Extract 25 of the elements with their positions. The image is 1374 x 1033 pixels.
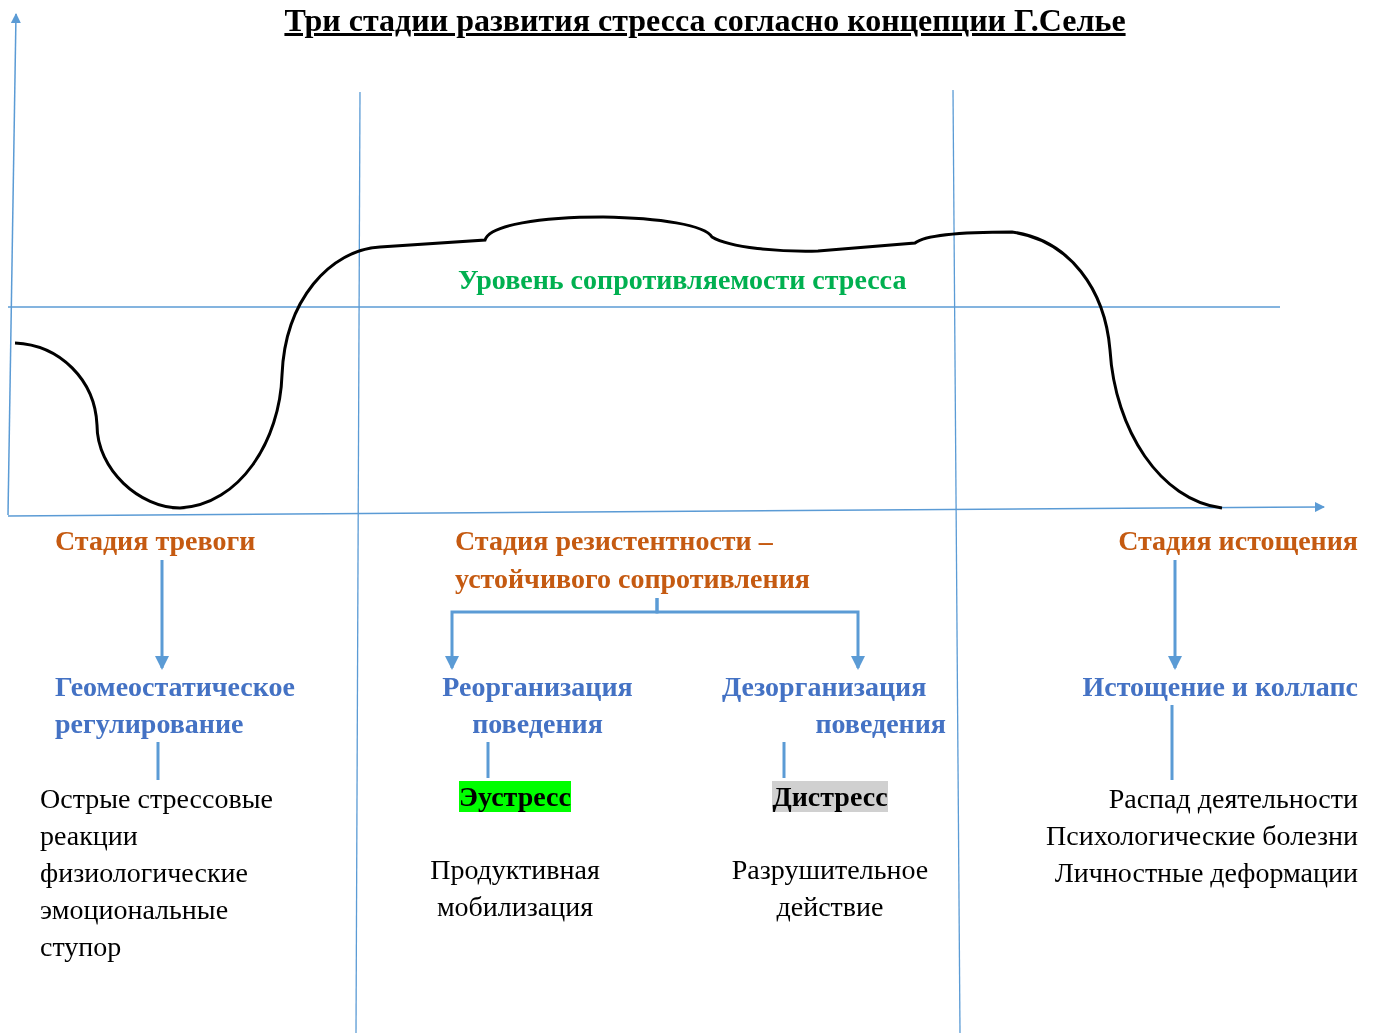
stage-subheading: поведения <box>814 707 946 741</box>
description-text: Острые стрессовые реакции физиологические эмоциональные ступор <box>40 780 300 965</box>
connector-line <box>1170 705 1174 780</box>
stage-subheading: Истощение и коллапс <box>1030 668 1358 705</box>
arrow <box>1168 560 1182 670</box>
connector-line <box>156 742 160 780</box>
description-text: Психологические болезни <box>1045 819 1358 853</box>
diagram-title: Три стадии развития стресса согласно концепции Г.Селье <box>283 2 1127 39</box>
caption-text: Разрушительное действие <box>730 853 930 924</box>
stage-heading: Стадия истощения <box>1060 522 1358 560</box>
connector-line <box>486 742 490 778</box>
arrow <box>155 560 169 670</box>
description-text: Личностные деформации <box>1053 856 1358 890</box>
highlighted-term: Эустресс <box>459 781 571 812</box>
highlighted-term: Дистресс <box>772 781 888 812</box>
stage-heading: Стадия тревоги <box>55 522 355 560</box>
level-label: Уровень сопротивляемости стресса <box>458 264 907 296</box>
arrow <box>655 598 865 670</box>
stage-subheading: Реорганизация поведения <box>425 668 650 742</box>
stage-heading: Стадия резистентности – устойчивого сопротивления <box>455 522 885 598</box>
stage-subheading: Геомеостатическое регулирование <box>55 668 355 742</box>
description-text: Распад деятельности <box>1107 782 1358 816</box>
connector-line <box>782 742 786 778</box>
caption-text: Продуктивная мобилизация <box>429 853 601 924</box>
stage-subheading: Дезорганизация <box>722 670 928 704</box>
